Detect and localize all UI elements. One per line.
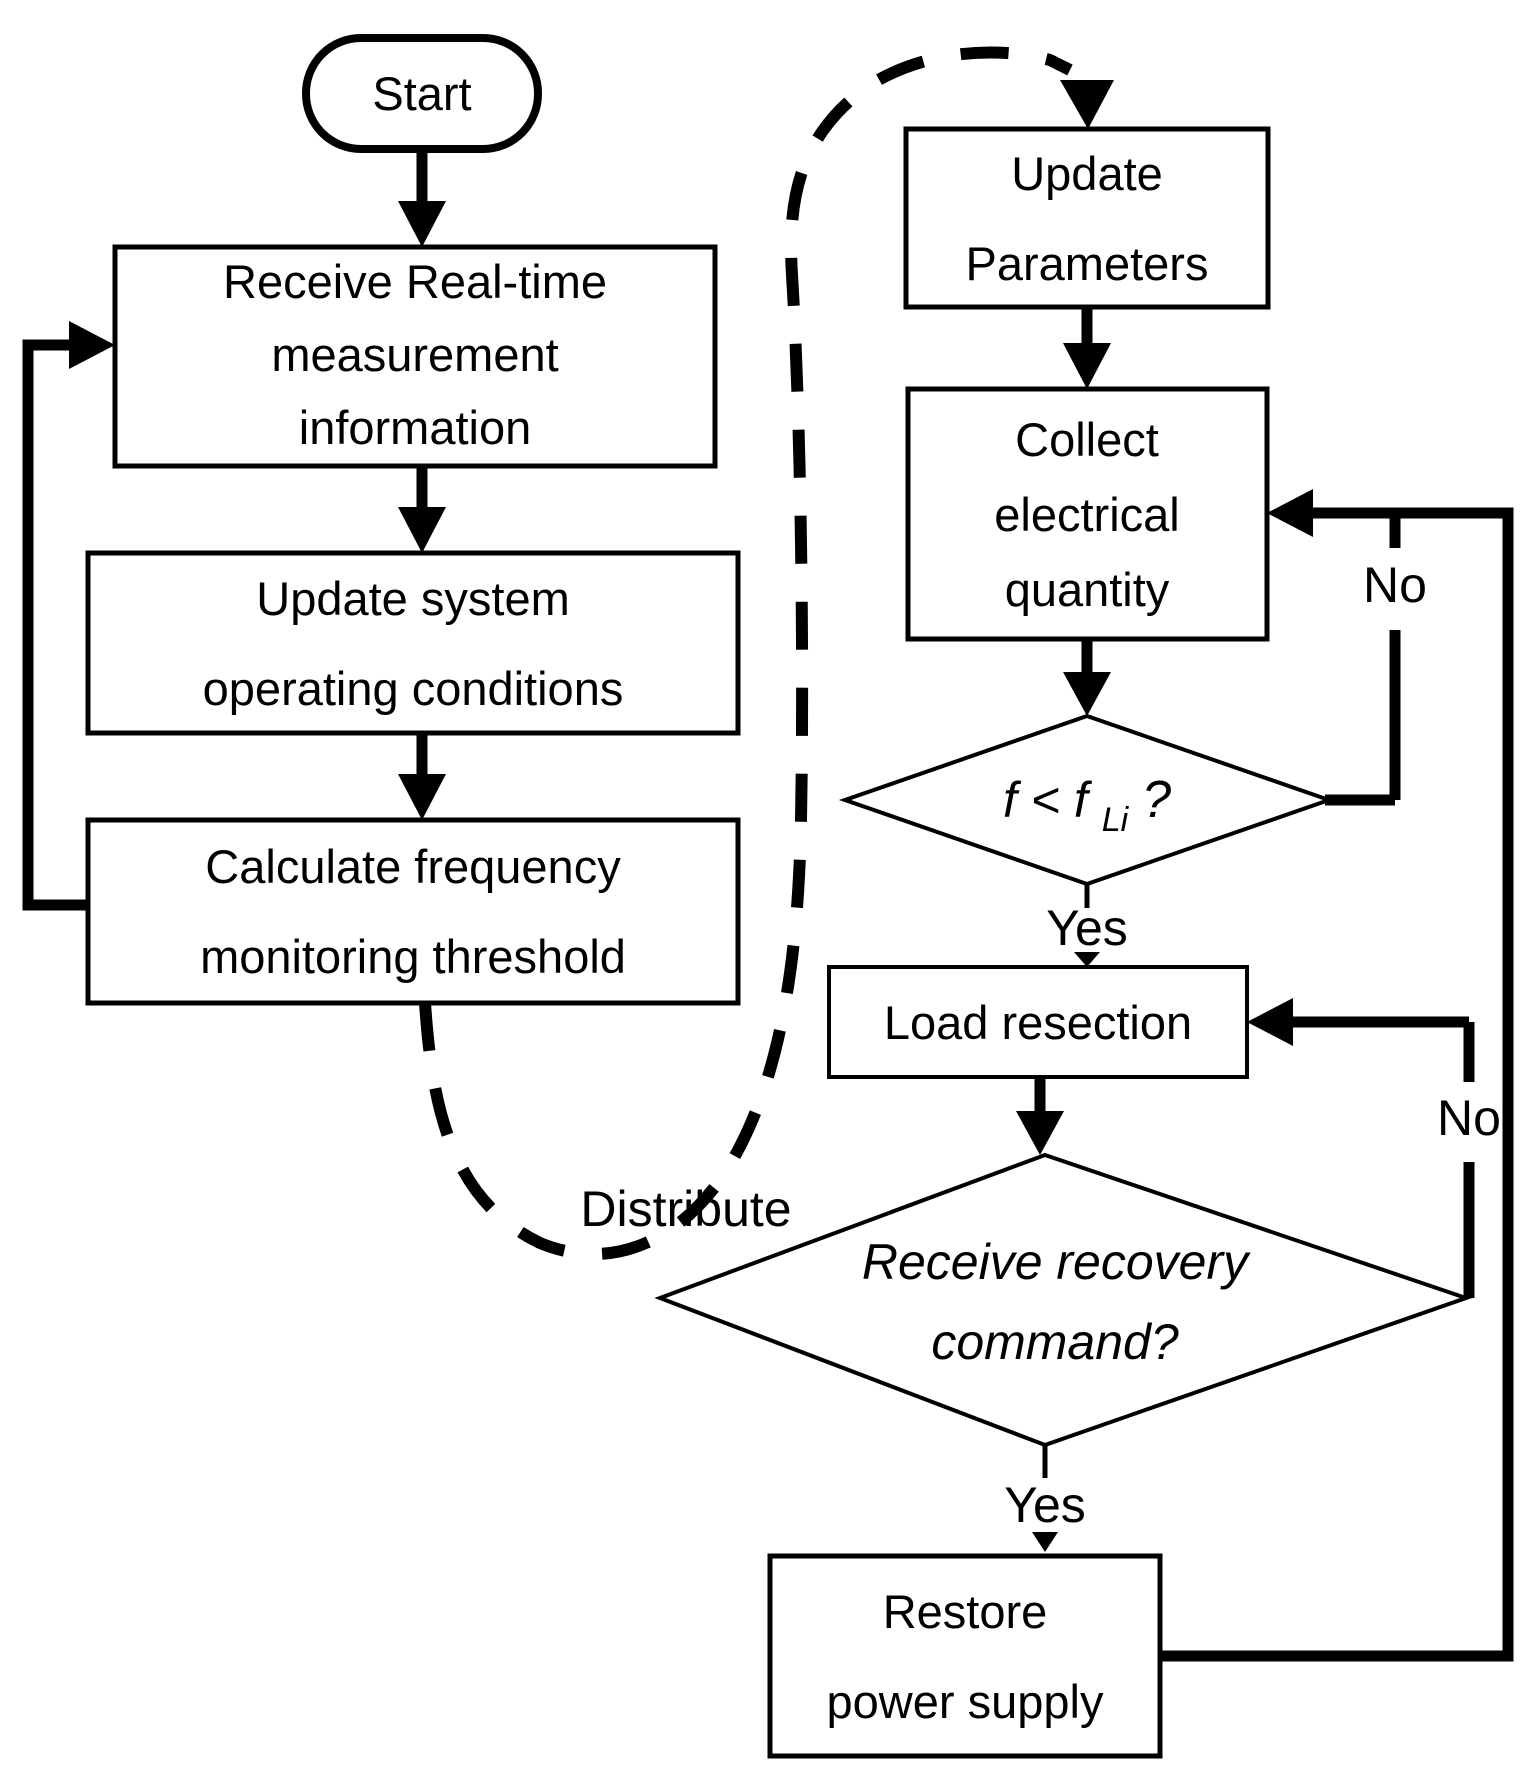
arrow-load-to-recovery-decision bbox=[1016, 1077, 1064, 1155]
distribute-dashed-curve bbox=[419, 46, 1073, 1260]
load-resection-return-arrowhead-icon bbox=[1247, 998, 1293, 1046]
restore-power-line1: Restore bbox=[883, 1585, 1048, 1638]
receive-measurement-line2: measurement bbox=[271, 328, 558, 381]
restore-return-line bbox=[1160, 507, 1514, 1662]
update-system-line1: Update system bbox=[256, 572, 569, 625]
no-label-recovery: No bbox=[1437, 1090, 1501, 1146]
collect-quantity-node bbox=[905, 386, 1270, 642]
load-resection-label: Load resection bbox=[884, 996, 1192, 1049]
freq-rhs: f bbox=[1074, 772, 1093, 828]
yes-branch-recovery: Yes bbox=[1004, 1445, 1086, 1552]
arrowhead-icon bbox=[398, 201, 446, 247]
collect-return-arrowhead-icon bbox=[1267, 489, 1313, 537]
arrow-parameters-to-collect bbox=[1063, 307, 1111, 389]
no-label-frequency: No bbox=[1363, 557, 1427, 613]
freq-operator: < bbox=[1031, 772, 1060, 828]
arrow-receive-to-update-system bbox=[398, 466, 446, 553]
calculate-threshold-line1: Calculate frequency bbox=[205, 840, 621, 893]
freq-question: ? bbox=[1142, 771, 1171, 829]
arrowhead-icon bbox=[1016, 1111, 1064, 1155]
restore-power-line2: power supply bbox=[827, 1675, 1104, 1728]
arrow-collect-to-frequency-decision bbox=[1063, 639, 1111, 716]
small-arrowhead-icon bbox=[1032, 1532, 1058, 1552]
recovery-decision-line2: command? bbox=[931, 1314, 1179, 1370]
receive-measurement-line3: information bbox=[299, 401, 532, 454]
freq-lhs: f bbox=[1003, 772, 1022, 828]
recovery-decision-line1: Receive recovery bbox=[862, 1234, 1251, 1290]
yes-label-recovery: Yes bbox=[1004, 1477, 1086, 1533]
start-label: Start bbox=[372, 67, 471, 120]
calculate-threshold-node bbox=[85, 817, 741, 1006]
arrowhead-icon bbox=[1063, 672, 1111, 716]
receive-measurement-node bbox=[112, 244, 718, 469]
no-loop-frequency: No bbox=[1325, 513, 1427, 806]
calculate-threshold-line2: monitoring threshold bbox=[200, 930, 626, 983]
load-resection-node bbox=[827, 965, 1249, 1079]
distribute-label: Distribute bbox=[580, 1181, 791, 1237]
no-loop-recovery: No bbox=[1247, 998, 1501, 1298]
update-parameters-node bbox=[903, 126, 1271, 310]
freq-subscript: Li bbox=[1102, 801, 1130, 839]
feedback-loop-line bbox=[22, 339, 88, 911]
collect-quantity-line3: quantity bbox=[1005, 563, 1170, 616]
frequency-decision-expression: f < f Li ? bbox=[1003, 771, 1171, 842]
receive-measurement-line1: Receive Real-time bbox=[223, 255, 607, 308]
yes-label-frequency: Yes bbox=[1046, 900, 1128, 956]
update-system-line2: operating conditions bbox=[203, 662, 624, 715]
arrow-start-to-receive bbox=[398, 149, 446, 247]
update-parameters-line2: Parameters bbox=[966, 237, 1209, 290]
yes-branch-frequency: Yes bbox=[1046, 884, 1128, 967]
update-parameters-line1: Update bbox=[1011, 147, 1163, 200]
collect-quantity-line2: electrical bbox=[994, 488, 1179, 541]
arrowhead-icon bbox=[1063, 343, 1111, 389]
arrowhead-icon bbox=[398, 507, 446, 553]
distribute-arrowhead-icon bbox=[1060, 80, 1114, 129]
small-arrowhead-icon bbox=[1074, 952, 1100, 967]
update-system-node bbox=[85, 550, 741, 736]
collect-quantity-line1: Collect bbox=[1015, 413, 1159, 466]
arrowhead-icon bbox=[398, 774, 446, 820]
restore-power-node bbox=[767, 1553, 1163, 1759]
feedback-loop-arrowhead-icon bbox=[69, 321, 115, 369]
arrow-update-system-to-calculate bbox=[398, 733, 446, 820]
